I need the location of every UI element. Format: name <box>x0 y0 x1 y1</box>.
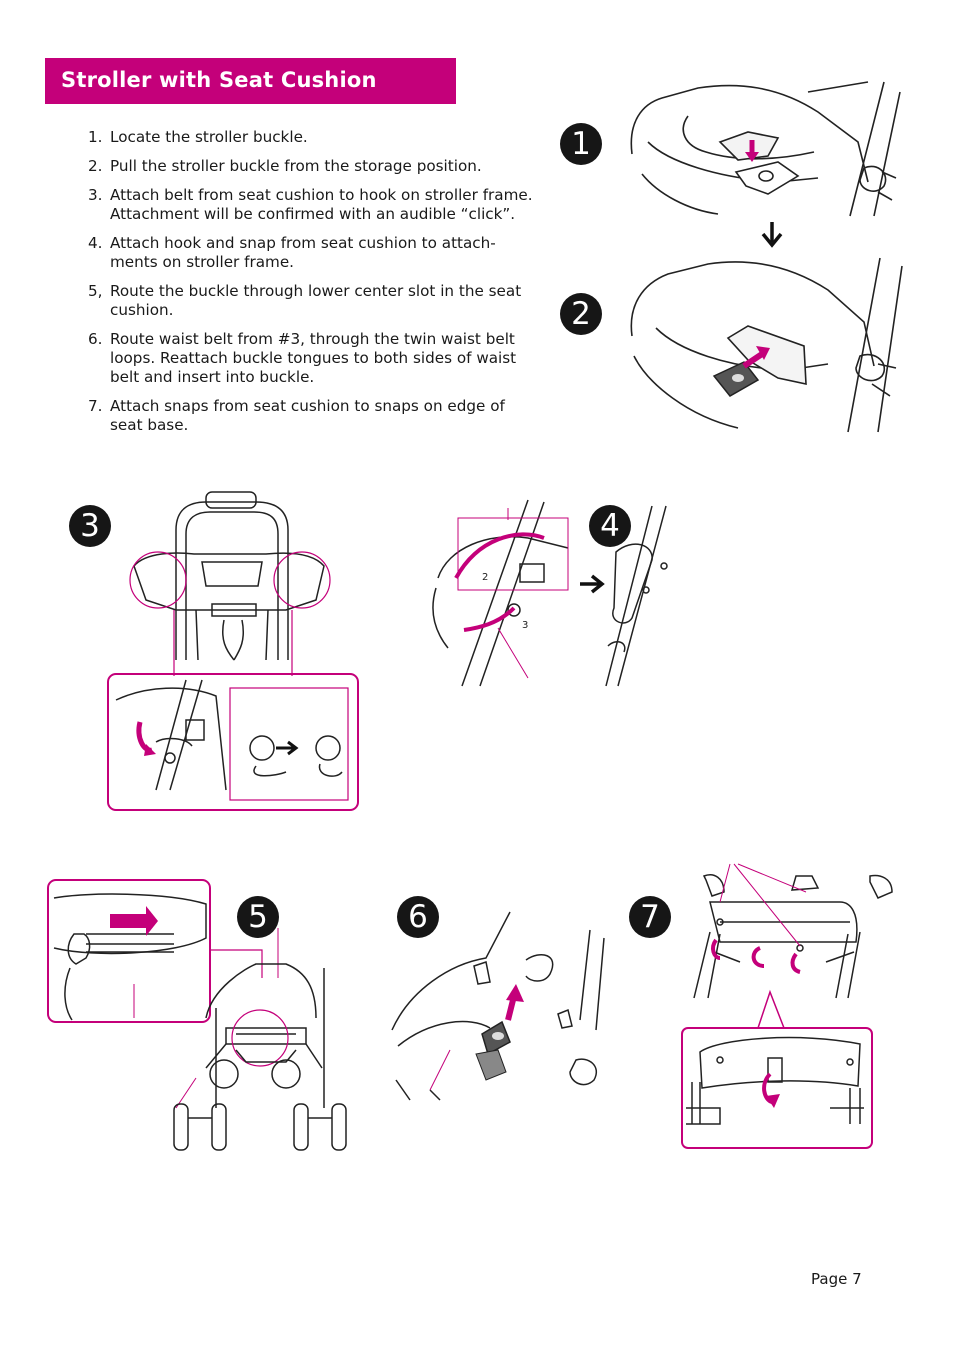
figure-3-illustration <box>107 491 359 811</box>
figure-2-illustration <box>630 257 903 433</box>
figure4-label-2: 2 <box>482 572 488 583</box>
instruction-step: 6.Route waist belt from #3, through the … <box>88 330 517 386</box>
figure-6-illustration <box>391 911 605 1101</box>
instruction-step: 7.Attach snaps from seat cushion to snap… <box>88 397 505 434</box>
step-badge-2: 2 <box>560 293 602 335</box>
step-badge-4: 4 <box>589 505 631 547</box>
arrow-down-icon <box>761 222 783 248</box>
instruction-step: 2.Pull the stroller buckle from the stor… <box>88 157 482 175</box>
figure-1-illustration <box>630 81 901 217</box>
figure-5-illustration <box>47 879 347 1151</box>
instruction-step: 4.Attach hook and snap from seat cushion… <box>88 234 496 271</box>
section-title: Stroller with Seat Cushion <box>61 68 377 92</box>
step-badge-3: 3 <box>69 505 111 547</box>
figure4-label-3: 3 <box>522 620 528 631</box>
instruction-step: 1.Locate the stroller buckle. <box>88 128 308 146</box>
instruction-step: 3.Attach belt from seat cushion to hook … <box>88 186 533 223</box>
step-badge-1: 1 <box>560 123 602 165</box>
instruction-step: 5,Route the buckle through lower center … <box>88 282 522 319</box>
page-number: Page 7 <box>811 1270 862 1288</box>
step-badge-5: 5 <box>237 896 279 938</box>
section-header: Stroller with Seat Cushion <box>45 58 456 104</box>
step-badge-6: 6 <box>397 896 439 938</box>
figure-7-illustration <box>681 863 893 1149</box>
step-badge-7: 7 <box>629 896 671 938</box>
instruction-list: 1.Locate the stroller buckle. 2.Pull the… <box>86 128 541 445</box>
figure-4-illustration: 2 3 <box>432 499 668 687</box>
